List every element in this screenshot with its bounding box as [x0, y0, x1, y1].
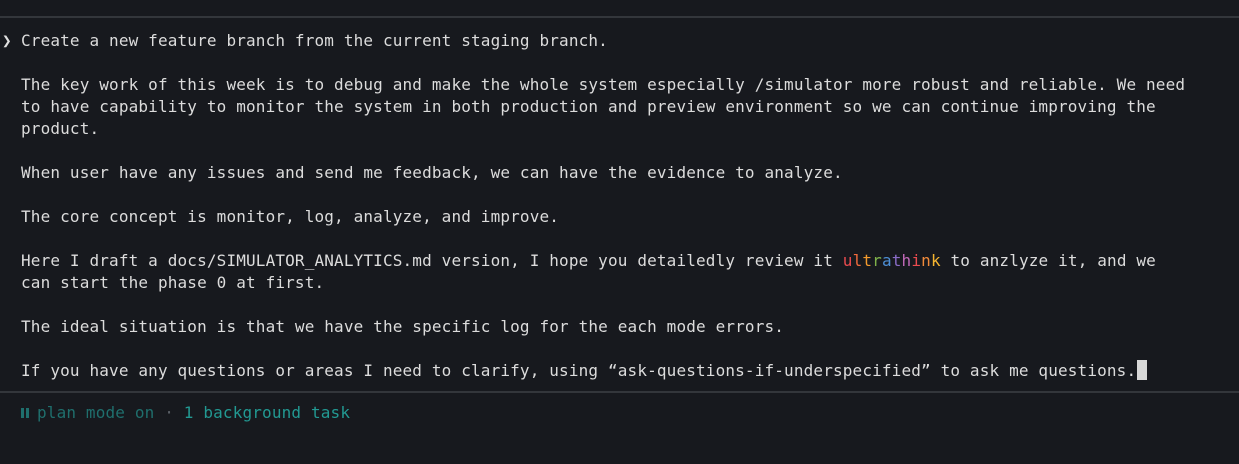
prompt-line: Here I draft a docs/SIMULATOR_ANALYTICS.…: [0, 250, 1220, 272]
prompt-line: The key work of this week is to debug an…: [21, 75, 1186, 94]
bottom-divider: [0, 391, 1239, 393]
ultrathink-letter: k: [930, 251, 941, 270]
prompt-line: can start the phase 0 at first.: [21, 273, 325, 292]
prompt-text: If you have any questions or areas I nee…: [21, 361, 1137, 380]
prompt-text: to anzlyze it, and we: [940, 251, 1156, 270]
ultrathink-letter: h: [901, 251, 912, 270]
status-bar: plan mode on · 1 background task: [21, 402, 350, 424]
ultrathink-keyword: ultrathink: [843, 251, 941, 270]
ultrathink-letter: n: [921, 251, 931, 270]
ultrathink-letter: r: [872, 251, 882, 270]
separator: ·: [164, 403, 174, 422]
prompt-input[interactable]: ❯ Create a new feature branch from the cu…: [0, 30, 1220, 382]
plan-mode-status[interactable]: plan mode on: [37, 403, 155, 422]
chevron-right-icon: ❯: [2, 31, 12, 50]
prompt-text: Create a new feature branch from the cur…: [21, 31, 608, 50]
prompt-line: The core concept is monitor, log, analyz…: [21, 207, 560, 226]
prompt-line: to have capability to monitor the system…: [21, 97, 1156, 116]
pause-icon: [21, 408, 29, 418]
prompt-line: If you have any questions or areas I nee…: [0, 360, 1220, 382]
top-divider: [0, 16, 1239, 18]
ultrathink-letter: i: [911, 251, 922, 270]
ultrathink-letter: u: [842, 251, 853, 270]
ultrathink-letter: l: [852, 251, 863, 270]
prompt-text: Here I draft a docs/SIMULATOR_ANALYTICS.…: [21, 251, 843, 270]
ultrathink-letter: t: [862, 251, 873, 270]
background-task-count[interactable]: 1 background task: [183, 403, 351, 422]
prompt-line: When user have any issues and send me fe…: [21, 163, 843, 182]
prompt-line: The ideal situation is that we have the …: [21, 317, 785, 336]
prompt-line: product.: [21, 119, 100, 138]
prompt-line: ❯ Create a new feature branch from the cu…: [0, 30, 1220, 52]
text-cursor: [1137, 360, 1148, 380]
ultrathink-letter: t: [891, 251, 902, 270]
ultrathink-letter: a: [881, 251, 892, 270]
